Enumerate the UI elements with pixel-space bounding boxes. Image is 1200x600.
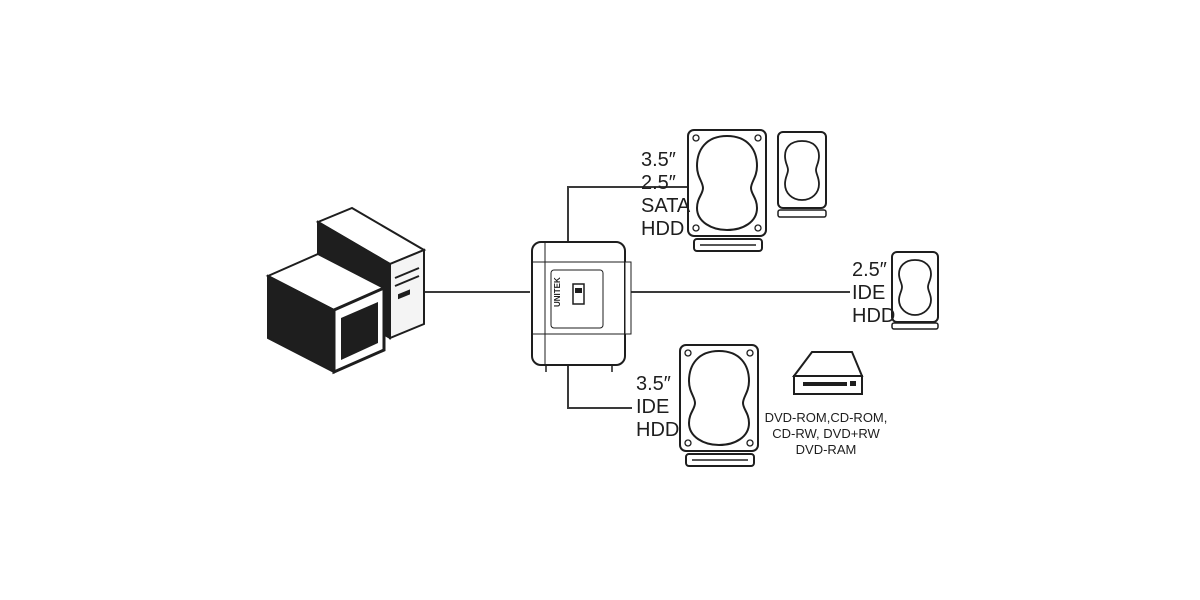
ide35-label-line-2: IDE <box>636 396 670 418</box>
usb-adapter: UNITEK <box>531 241 632 372</box>
optical-label-line-3: DVD-RAM <box>795 442 857 457</box>
sata-label-line-2: 2.5″ <box>641 172 676 194</box>
ide35-label-line-3: HDD <box>636 419 680 441</box>
ide-25-hdd-icon <box>891 251 939 330</box>
sata-label-line-1: 3.5″ <box>641 149 676 171</box>
ide25-label-line-2: IDE <box>852 282 886 304</box>
monitor <box>265 252 387 375</box>
ide-35-hdd-icon <box>679 344 759 467</box>
ide25-label-line-1: 2.5″ <box>852 259 887 281</box>
ide-35-hdd-label: 3.5″ IDE HDD <box>636 374 679 443</box>
connection-lines <box>425 186 850 409</box>
optical-label-line-1: DVD-ROM,CD-ROM, <box>764 410 888 425</box>
ide25-label-line-3: HDD <box>852 305 896 327</box>
sata-35-hdd-icon <box>687 129 767 252</box>
computer-icon <box>265 206 427 375</box>
sata-label-line-3: SATA <box>641 195 691 217</box>
optical-drive-label: DVD-ROM,CD-ROM, CD-RW, DVD+RW DVD-RAM <box>758 411 894 459</box>
adapter-port <box>572 283 585 305</box>
ide35-label-line-1: 3.5″ <box>636 373 671 395</box>
optical-drive-icon <box>792 351 864 395</box>
adapter-brand: UNITEK <box>553 277 562 307</box>
ide-25-hdd-label: 2.5″ IDE HDD <box>852 260 895 329</box>
adapter-to-sata-line <box>567 186 690 242</box>
optical-label-line-2: CD-RW, DVD+RW <box>772 426 880 441</box>
sata-hdd-label: 3.5″ 2.5″ SATA HDD <box>641 150 690 242</box>
adapter-to-ide35-line <box>567 365 632 409</box>
sata-25-hdd-icon <box>777 131 827 218</box>
sata-label-line-4: HDD <box>641 218 685 240</box>
